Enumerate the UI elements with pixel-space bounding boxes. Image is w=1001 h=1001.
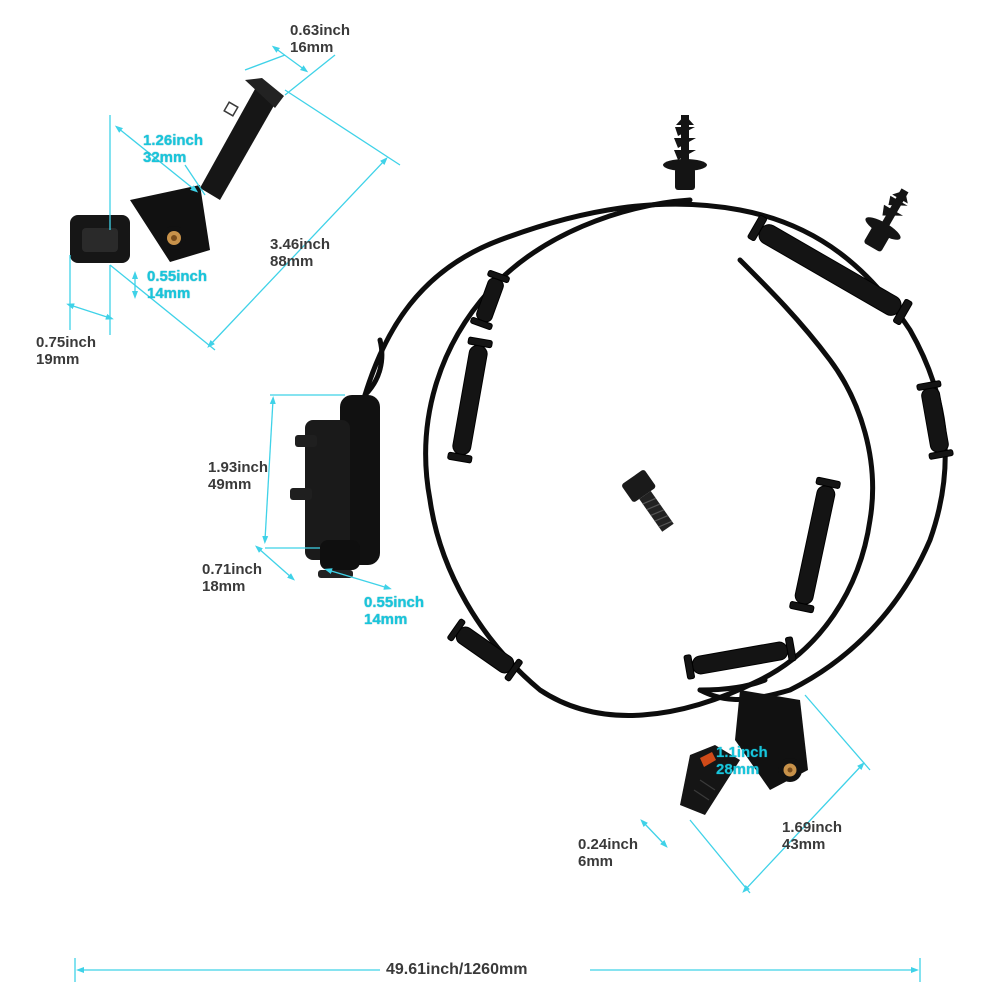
- grommet: [470, 269, 510, 331]
- dim-top-body: [114, 125, 199, 193]
- dim-connector-height: [262, 396, 276, 544]
- dim-top-tip: [271, 45, 309, 73]
- grommet: [683, 636, 797, 680]
- label-connector-height: 1.93inch 49mm: [208, 459, 269, 493]
- top-wheel-speed-sensor: [70, 78, 284, 263]
- label-connector-width: 0.55inch 14mm: [364, 594, 425, 628]
- dim-connector-depth: [255, 545, 295, 581]
- label-bottom-body: 1.1inch 28mm: [716, 744, 768, 778]
- grommets: [447, 214, 954, 682]
- cable-bottom-lead: [697, 677, 768, 693]
- grommet: [447, 618, 523, 682]
- electrical-connector: [290, 395, 380, 578]
- mounting-bolt: [622, 470, 674, 532]
- label-top-head: 0.75inch 19mm: [36, 334, 97, 368]
- push-clip: [663, 115, 707, 190]
- dim-connector-width: [324, 568, 392, 590]
- label-connector-depth: 0.71inch 18mm: [202, 561, 263, 595]
- label-top-tip: 0.63inch 16mm: [290, 22, 351, 56]
- grommet: [447, 336, 493, 464]
- push-clip: [864, 188, 909, 252]
- dimension-lines: [66, 45, 921, 982]
- dim-bottom-tip: [640, 819, 668, 848]
- label-bottom-length: 1.69inch 43mm: [782, 819, 843, 853]
- grommet: [747, 214, 913, 326]
- grommet: [789, 476, 841, 614]
- label-total-length: 49.61inch/1260mm: [386, 961, 528, 978]
- dim-top-head: [66, 303, 114, 320]
- label-bottom-tip: 0.24inch 6mm: [578, 836, 639, 870]
- dim-bottom-length: [742, 762, 865, 893]
- label-top-body: 1.26inch 32mm: [143, 132, 204, 166]
- dim-top-length: [207, 157, 388, 348]
- label-top-flange: 0.55inch 14mm: [147, 268, 208, 302]
- label-top-length: 3.46inch 88mm: [270, 236, 331, 270]
- grommet: [916, 380, 954, 460]
